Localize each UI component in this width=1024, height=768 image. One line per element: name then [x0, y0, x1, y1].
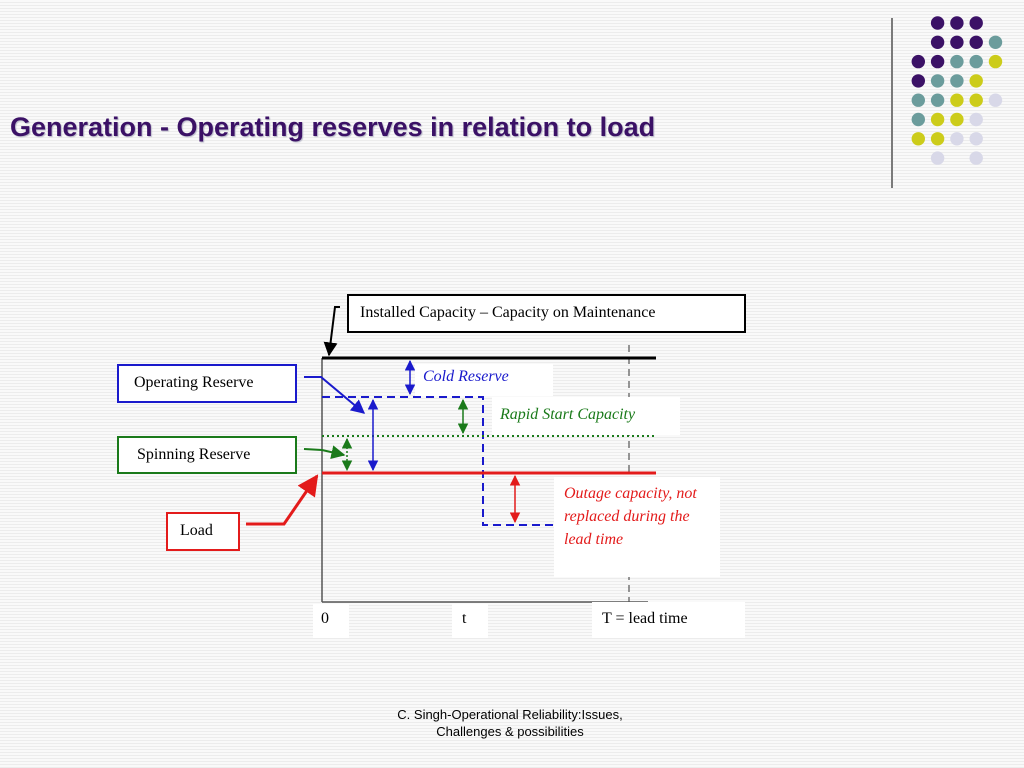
- decorative-dot: [930, 132, 945, 146]
- decorative-dot: [930, 93, 945, 107]
- operating-reserve-label: Operating Reserve: [134, 374, 254, 391]
- x-tick-zero: 0: [313, 604, 349, 638]
- spinning-reserve-label: Spinning Reserve: [137, 446, 251, 463]
- decorative-dot: [969, 35, 983, 49]
- load-label: Load: [180, 522, 213, 539]
- decorative-dot: [950, 74, 964, 88]
- outage-capacity-label: Outage capacity, not replaced during the…: [554, 477, 720, 577]
- load-pointer: [246, 474, 319, 526]
- decorative-dot: [911, 132, 925, 146]
- decorative-dot-grid: [911, 16, 1003, 165]
- decorative-dot: [969, 93, 983, 107]
- decorative-dot: [988, 35, 1003, 49]
- vertical-rule: [891, 18, 893, 188]
- decorative-dot: [930, 74, 945, 88]
- decorative-dot: [930, 35, 945, 49]
- decorative-dot: [988, 54, 1003, 69]
- rapid-start-capacity-label: Rapid Start Capacity: [492, 397, 680, 435]
- decorative-dot: [950, 54, 964, 69]
- decorative-dot: [969, 16, 983, 30]
- decorative-dot: [950, 112, 964, 127]
- decorative-dot: [969, 112, 983, 127]
- footer-line-2: Challenges & possibilities: [436, 724, 584, 739]
- operating-reserve-pointer: [304, 376, 366, 414]
- load-label-box: Load: [166, 512, 240, 551]
- x-tick-t: t: [452, 604, 488, 638]
- installed-capacity-pointer: [323, 306, 340, 357]
- decorative-dot: [950, 132, 964, 146]
- footer-line-1: C. Singh-Operational Reliability:Issues,: [397, 707, 623, 722]
- decorative-dot: [969, 74, 983, 88]
- decorative-dot: [969, 54, 983, 69]
- decorative-dot: [911, 54, 925, 69]
- decorative-dot: [969, 151, 983, 165]
- installed-capacity-label: Installed Capacity – Capacity on Mainten…: [360, 304, 656, 321]
- x-tick-lead-time: T = lead time: [592, 602, 745, 638]
- decorative-dot: [930, 16, 945, 30]
- spinning-reserve-label-box: Spinning Reserve: [117, 436, 297, 474]
- decorative-dot: [930, 112, 945, 127]
- decorative-dot: [930, 54, 945, 69]
- decorative-dot: [950, 93, 964, 107]
- decorative-dot: [911, 112, 925, 127]
- decorative-dot: [950, 16, 964, 30]
- footer-citation: C. Singh-Operational Reliability:Issues,…: [345, 706, 675, 740]
- decorative-dot: [988, 93, 1003, 107]
- cold-reserve-label: Cold Reserve: [415, 364, 553, 396]
- decorative-dot: [969, 132, 983, 146]
- decorative-dot: [950, 35, 964, 49]
- slide-title: Generation - Operating reserves in relat…: [10, 112, 656, 142]
- decorative-dot: [930, 151, 945, 165]
- operating-reserve-label-box: Operating Reserve: [117, 364, 297, 403]
- decorative-dot: [911, 93, 925, 107]
- decorative-dot: [911, 74, 925, 88]
- spinning-reserve-pointer: [303, 445, 346, 460]
- installed-capacity-label-box: Installed Capacity – Capacity on Mainten…: [347, 294, 746, 333]
